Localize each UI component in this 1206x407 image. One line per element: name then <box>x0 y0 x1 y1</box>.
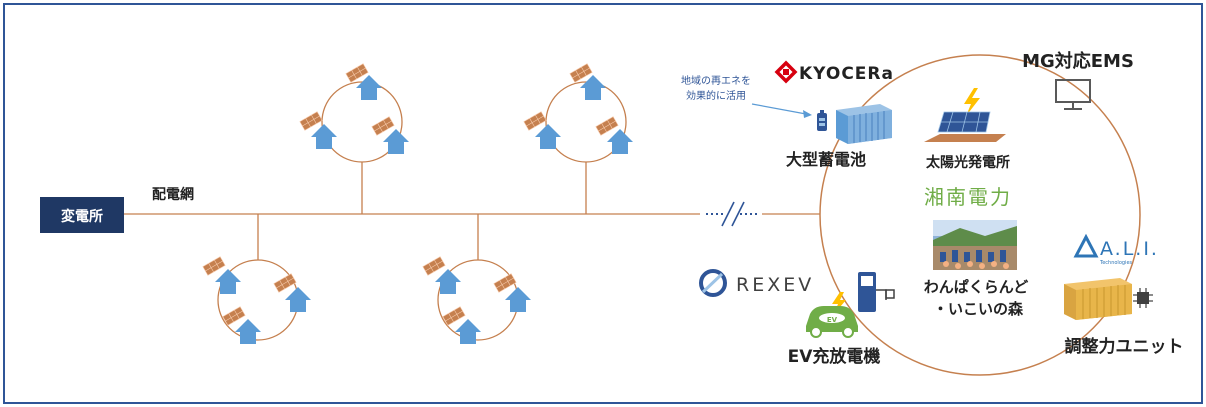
site-photo <box>933 220 1017 270</box>
kyocera-logo: KYOCERa <box>774 60 894 84</box>
kyocera-text: KYOCERa <box>799 64 894 84</box>
site-label-line2: ・いこいの森 <box>933 300 1024 318</box>
annotation-line1: 地域の再エネを <box>681 74 751 87</box>
house-cluster <box>299 63 409 163</box>
shonan-logo: 湘南電力 <box>924 185 1012 209</box>
substation-label: 変電所 <box>61 208 103 225</box>
ev-lightning-icon <box>832 292 846 314</box>
line-break-marker <box>706 201 758 227</box>
ev-car-icon: EV <box>806 306 858 338</box>
substation-box <box>40 197 124 233</box>
site-label-line1: わんぱくらんど <box>924 278 1029 296</box>
outer-border <box>3 3 1203 404</box>
ev-label: EV充放電機 <box>788 346 881 367</box>
microgrid-circle <box>819 54 1141 376</box>
rexev-text: REXEV <box>736 274 814 296</box>
lightning-icon <box>964 88 980 116</box>
battery-icon <box>817 110 827 131</box>
house-cluster <box>523 63 633 163</box>
ev-badge: EV <box>827 316 838 324</box>
adjustment-unit-icon <box>1064 278 1132 320</box>
grid-label: 配電網 <box>152 186 194 203</box>
ev-charger-icon <box>858 272 895 312</box>
house-cluster <box>202 256 311 344</box>
battery-label: 大型蓄電池 <box>786 150 866 169</box>
adjustment-label: 調整力ユニット <box>1065 336 1184 357</box>
storage-container-icon <box>836 104 892 144</box>
shonan-text: 湘南電力 <box>924 185 1012 209</box>
ali-subtext: Technologies <box>1099 260 1133 266</box>
rexev-logo: REXEV <box>699 269 814 297</box>
solar-label: 太陽光発電所 <box>926 154 1010 171</box>
ali-text: A.L.I. <box>1100 238 1159 260</box>
ali-logo: A.L.I. Technologies <box>1073 233 1159 266</box>
solar-panel-icon <box>924 111 1006 142</box>
house-cluster <box>422 256 531 344</box>
monitor-icon <box>1055 79 1091 110</box>
annotation-line2: 効果的に活用 <box>686 89 746 102</box>
annotation-arrow <box>751 103 807 115</box>
chip-icon <box>1133 288 1153 308</box>
ems-label: MG対応EMS <box>1022 50 1134 72</box>
